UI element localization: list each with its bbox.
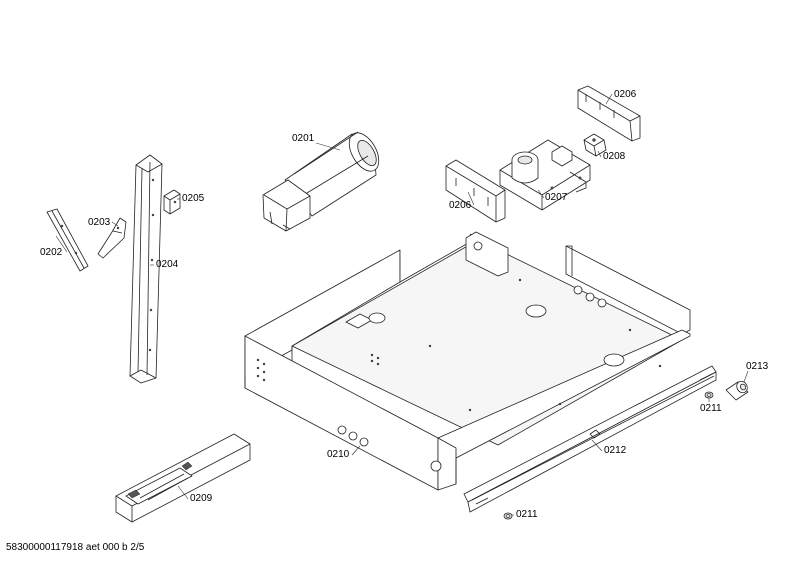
part-0201-motor [262,131,380,232]
label-0208: 0208 [603,151,626,162]
part-0212-strip [463,365,717,513]
label-0206-lower: 0206 [449,200,472,211]
label-0202: 0202 [40,247,63,258]
label-0209: 0209 [190,493,213,504]
part-0203-clip [97,217,127,259]
part-0209-box [115,433,251,523]
label-0210: 0210 [327,449,350,460]
leader-lines [55,93,749,516]
part-0211-grommet-upper [704,391,714,399]
part-0208-clip [583,133,607,157]
label-0211-lower: 0211 [516,509,538,520]
document-code: 58300000117918 aet 000 b 2/5 [6,542,145,553]
label-0213: 0213 [746,361,769,372]
part-0204-rail [129,154,163,384]
part-0213-knob [725,380,749,401]
part-0205-bracket [163,189,181,215]
label-0205: 0205 [182,193,205,204]
label-0201: 0201 [292,133,315,144]
label-0206-upper: 0206 [614,89,637,100]
label-0212: 0212 [604,445,627,456]
part-0210-frame [244,231,691,491]
label-0203: 0203 [88,217,111,228]
part-0206-upper-bracket [577,85,641,142]
label-0211-upper: 0211 [700,403,722,414]
label-0207: 0207 [545,192,568,203]
part-0206-lower-bracket [445,159,506,223]
part-0207-mount [499,139,591,211]
part-0202-bracket [46,208,89,272]
label-0204: 0204 [156,259,179,270]
part-0211-grommet-lower [503,512,513,520]
